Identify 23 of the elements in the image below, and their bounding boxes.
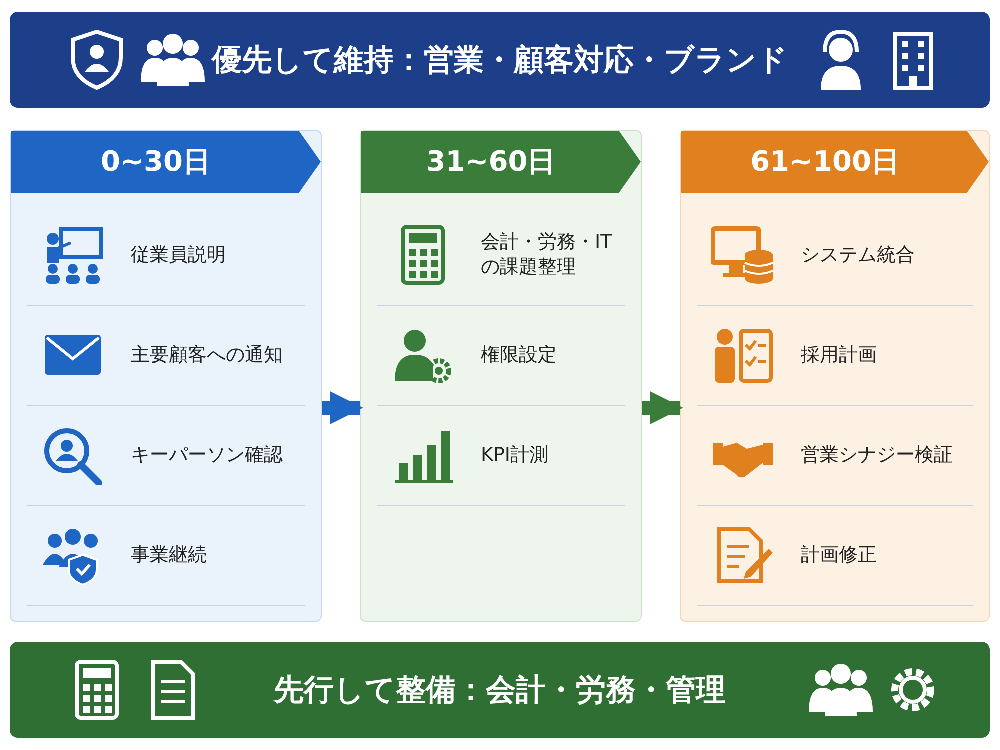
banner [10,642,990,738]
phase-panel [10,130,322,622]
task-label: 計画修正 [801,542,877,568]
task-label: 事業継続 [131,542,207,568]
task-label: 会計・労務・ITの課題整理 [481,230,614,280]
task-label: システム統合 [801,242,915,268]
task-label: KPI計測 [481,442,549,468]
task-label: キーパーソン確認 [131,442,283,468]
arrow [642,391,684,425]
banner-title: 優先して維持：営業・顧客対応・ブランド [212,42,788,80]
phase-panel [680,130,990,622]
phase-heading: 0~30日 [101,144,211,180]
task-label: 権限設定 [481,342,557,368]
banner [10,12,990,108]
task-label: 従業員説明 [131,242,226,268]
banner-title: 先行して整備：会計・労務・管理 [274,672,726,710]
task-label: 採用計画 [801,342,877,368]
phase-heading: 61~100日 [750,144,900,180]
phase-heading: 31~60日 [426,144,556,180]
task-label: 営業シナジー検証 [801,442,953,468]
task-label: 主要顧客への通知 [131,342,283,368]
phase-panel [360,130,642,622]
arrow [322,391,364,425]
